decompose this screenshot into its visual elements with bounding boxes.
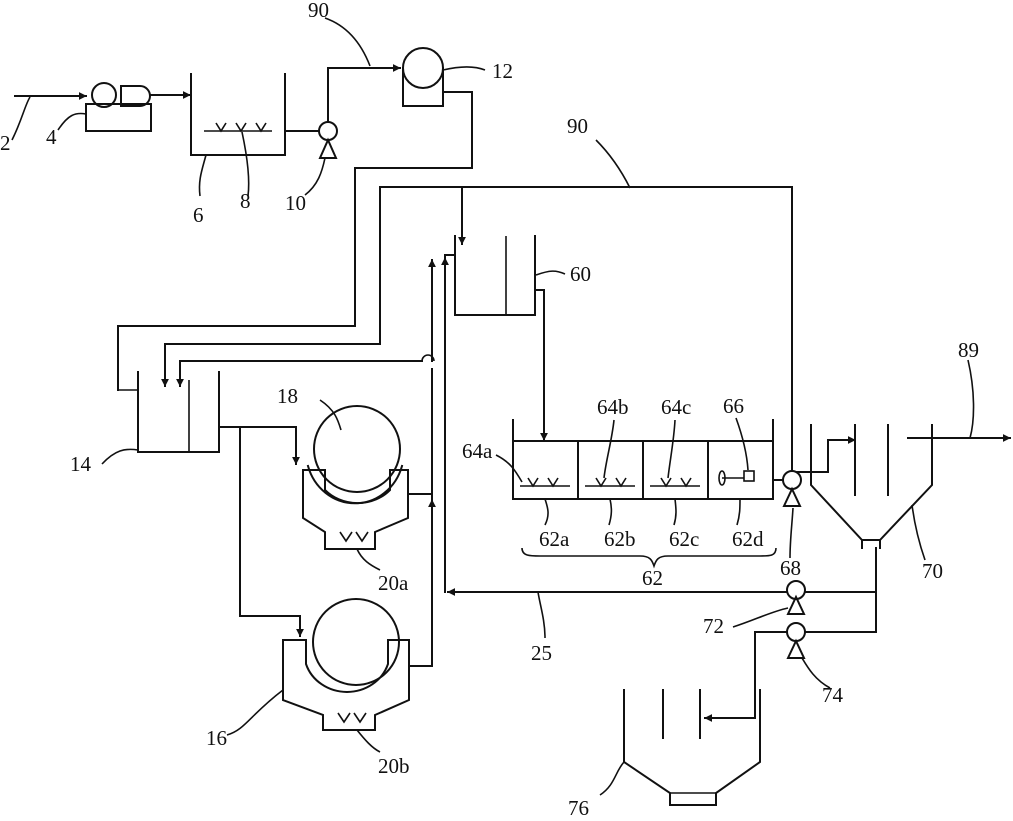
line-clarifier-to-pump-74 <box>804 591 877 633</box>
line-90-upper <box>327 64 401 123</box>
line-return-25-riser <box>444 254 456 593</box>
label-18: 18 <box>277 384 298 408</box>
label-74: 74 <box>822 683 844 707</box>
clarifier-70 <box>810 424 933 549</box>
label-70: 70 <box>922 559 943 583</box>
line-tank-60-to-basin-62 <box>534 289 548 441</box>
label-62d: 62d <box>732 527 764 551</box>
label-6: 6 <box>193 203 204 227</box>
label-62b: 62b <box>604 527 636 551</box>
label-62: 62 <box>642 566 663 590</box>
label-12: 12 <box>492 59 513 83</box>
label-64a: 64a <box>462 439 493 463</box>
label-62a: 62a <box>539 527 570 551</box>
label-25: 25 <box>531 641 552 665</box>
pump-10 <box>318 121 338 159</box>
label-10: 10 <box>285 191 306 215</box>
label-16: 16 <box>206 726 227 750</box>
pump-74 <box>786 622 806 659</box>
label-8: 8 <box>240 189 251 213</box>
label-20b: 20b <box>378 754 410 778</box>
line-drum-16-outlet <box>408 499 436 667</box>
unit-12 <box>402 47 444 107</box>
tank-14 <box>118 371 220 453</box>
line-90-lower <box>379 186 793 471</box>
tank-60 <box>454 235 536 316</box>
label-14: 14 <box>70 452 92 476</box>
label-20a: 20a <box>378 571 409 595</box>
label-89: 89 <box>958 338 979 362</box>
drum-unit-16 <box>282 598 410 731</box>
label-66: 66 <box>723 394 744 418</box>
leader-lines <box>11 17 975 796</box>
label-72: 72 <box>703 614 724 638</box>
feed-pump-4 <box>85 82 152 132</box>
line-into-tank-14-a <box>161 186 381 387</box>
label-68: 68 <box>780 556 801 580</box>
bracket-62 <box>521 547 777 569</box>
line-clarifier-to-pump-72 <box>804 547 877 593</box>
line-12-to-tank-14 <box>117 91 473 391</box>
line-drum-18-outlet <box>407 493 433 506</box>
line-crossover <box>421 354 435 362</box>
line-into-tank-14-b <box>176 360 423 387</box>
drum-unit-18 <box>302 405 409 550</box>
label-62c: 62c <box>669 527 699 551</box>
label-64c: 64c <box>661 395 691 419</box>
basin-62 <box>512 419 774 500</box>
label-60: 60 <box>570 262 591 286</box>
label-90-lower: 90 <box>567 114 588 138</box>
line-tank-14-to-drum-16 <box>239 426 304 637</box>
label-4: 4 <box>46 125 57 149</box>
tank-6 <box>190 73 286 156</box>
sludge-tank-76 <box>623 689 761 806</box>
line-pump-74-to-tank-76 <box>704 631 788 722</box>
labels: 2 4 6 8 10 12 90 90 60 14 18 20a 20b 16 … <box>0 0 979 820</box>
label-76: 76 <box>568 796 589 820</box>
label-64b: 64b <box>597 395 629 419</box>
pump-68 <box>782 470 802 507</box>
line-tank-14-to-drum-18 <box>218 426 300 465</box>
pump-72 <box>786 580 806 615</box>
line-pump-68-to-clarifier <box>796 436 856 473</box>
label-2: 2 <box>0 131 11 155</box>
label-90-top: 90 <box>308 0 329 22</box>
